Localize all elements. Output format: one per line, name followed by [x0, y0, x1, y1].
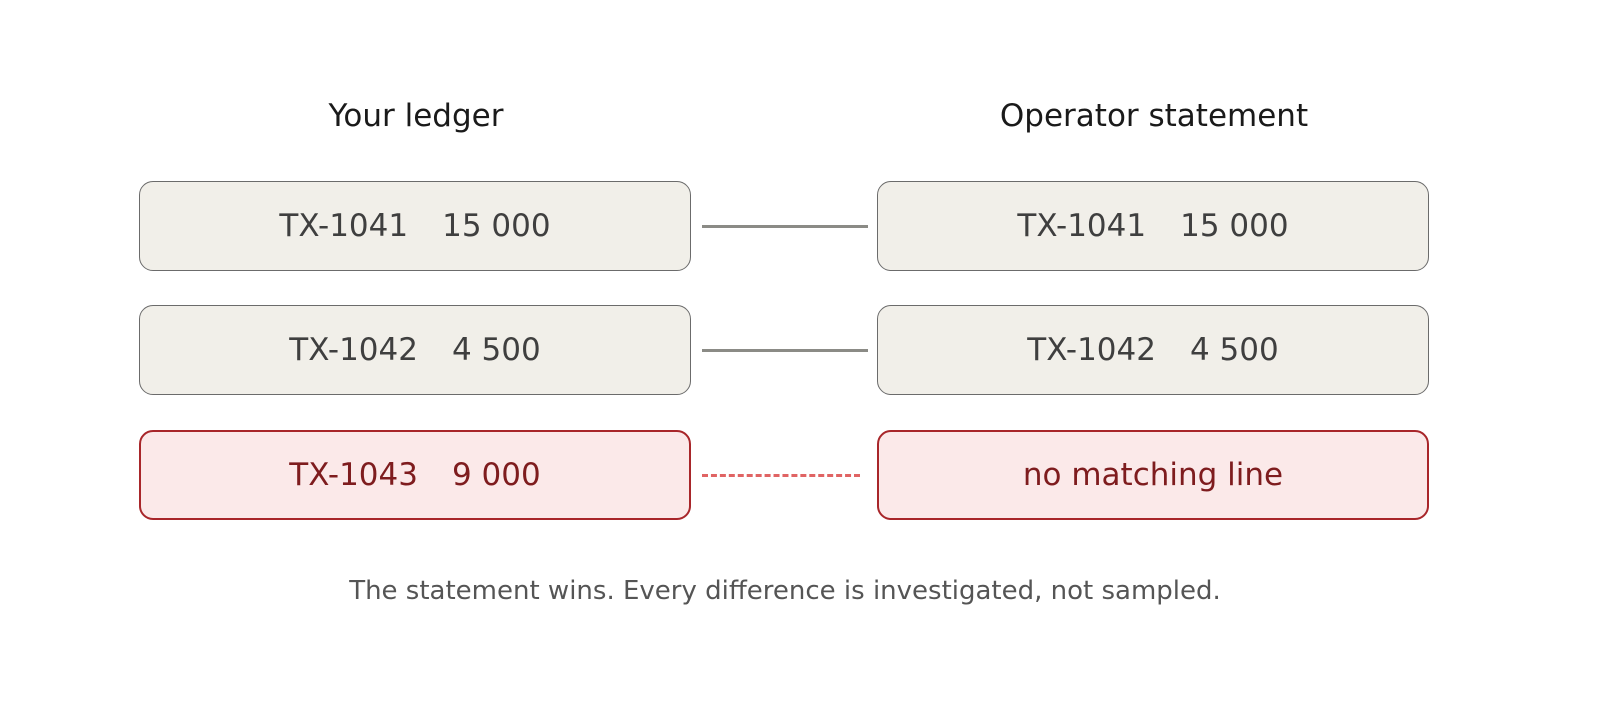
ledger-entry-3: TX-1043 9 000 — [139, 430, 691, 520]
mismatch-connector — [702, 474, 860, 477]
statement-missing-entry: no matching line — [877, 430, 1429, 520]
ledger-entry-amount: 9 000 — [451, 457, 541, 493]
ledger-entry-amount: 15 000 — [442, 208, 551, 244]
ledger-column-title: Your ledger — [328, 98, 504, 134]
statement-entry-amount: 15 000 — [1180, 208, 1289, 244]
statement-entry-1: TX-1041 15 000 — [877, 181, 1429, 271]
match-connector-2 — [702, 349, 868, 352]
statement-entry-2: TX-1042 4 500 — [877, 305, 1429, 395]
ledger-entry-id: TX-1041 — [279, 208, 409, 244]
ledger-entry-amount: 4 500 — [451, 332, 541, 368]
ledger-entry-1: TX-1041 15 000 — [139, 181, 691, 271]
ledger-entry-id: TX-1042 — [289, 332, 418, 368]
no-match-label: no matching line — [1022, 457, 1284, 493]
statement-entry-id: TX-1042 — [1027, 332, 1156, 368]
footnote: The statement wins. Every difference is … — [349, 576, 1221, 606]
statement-entry-amount: 4 500 — [1189, 332, 1279, 368]
match-connector-1 — [702, 225, 868, 228]
ledger-entry-2: TX-1042 4 500 — [139, 305, 691, 395]
ledger-entry-id: TX-1043 — [289, 457, 418, 493]
statement-entry-id: TX-1041 — [1017, 208, 1147, 244]
statement-column-title: Operator statement — [999, 98, 1309, 134]
